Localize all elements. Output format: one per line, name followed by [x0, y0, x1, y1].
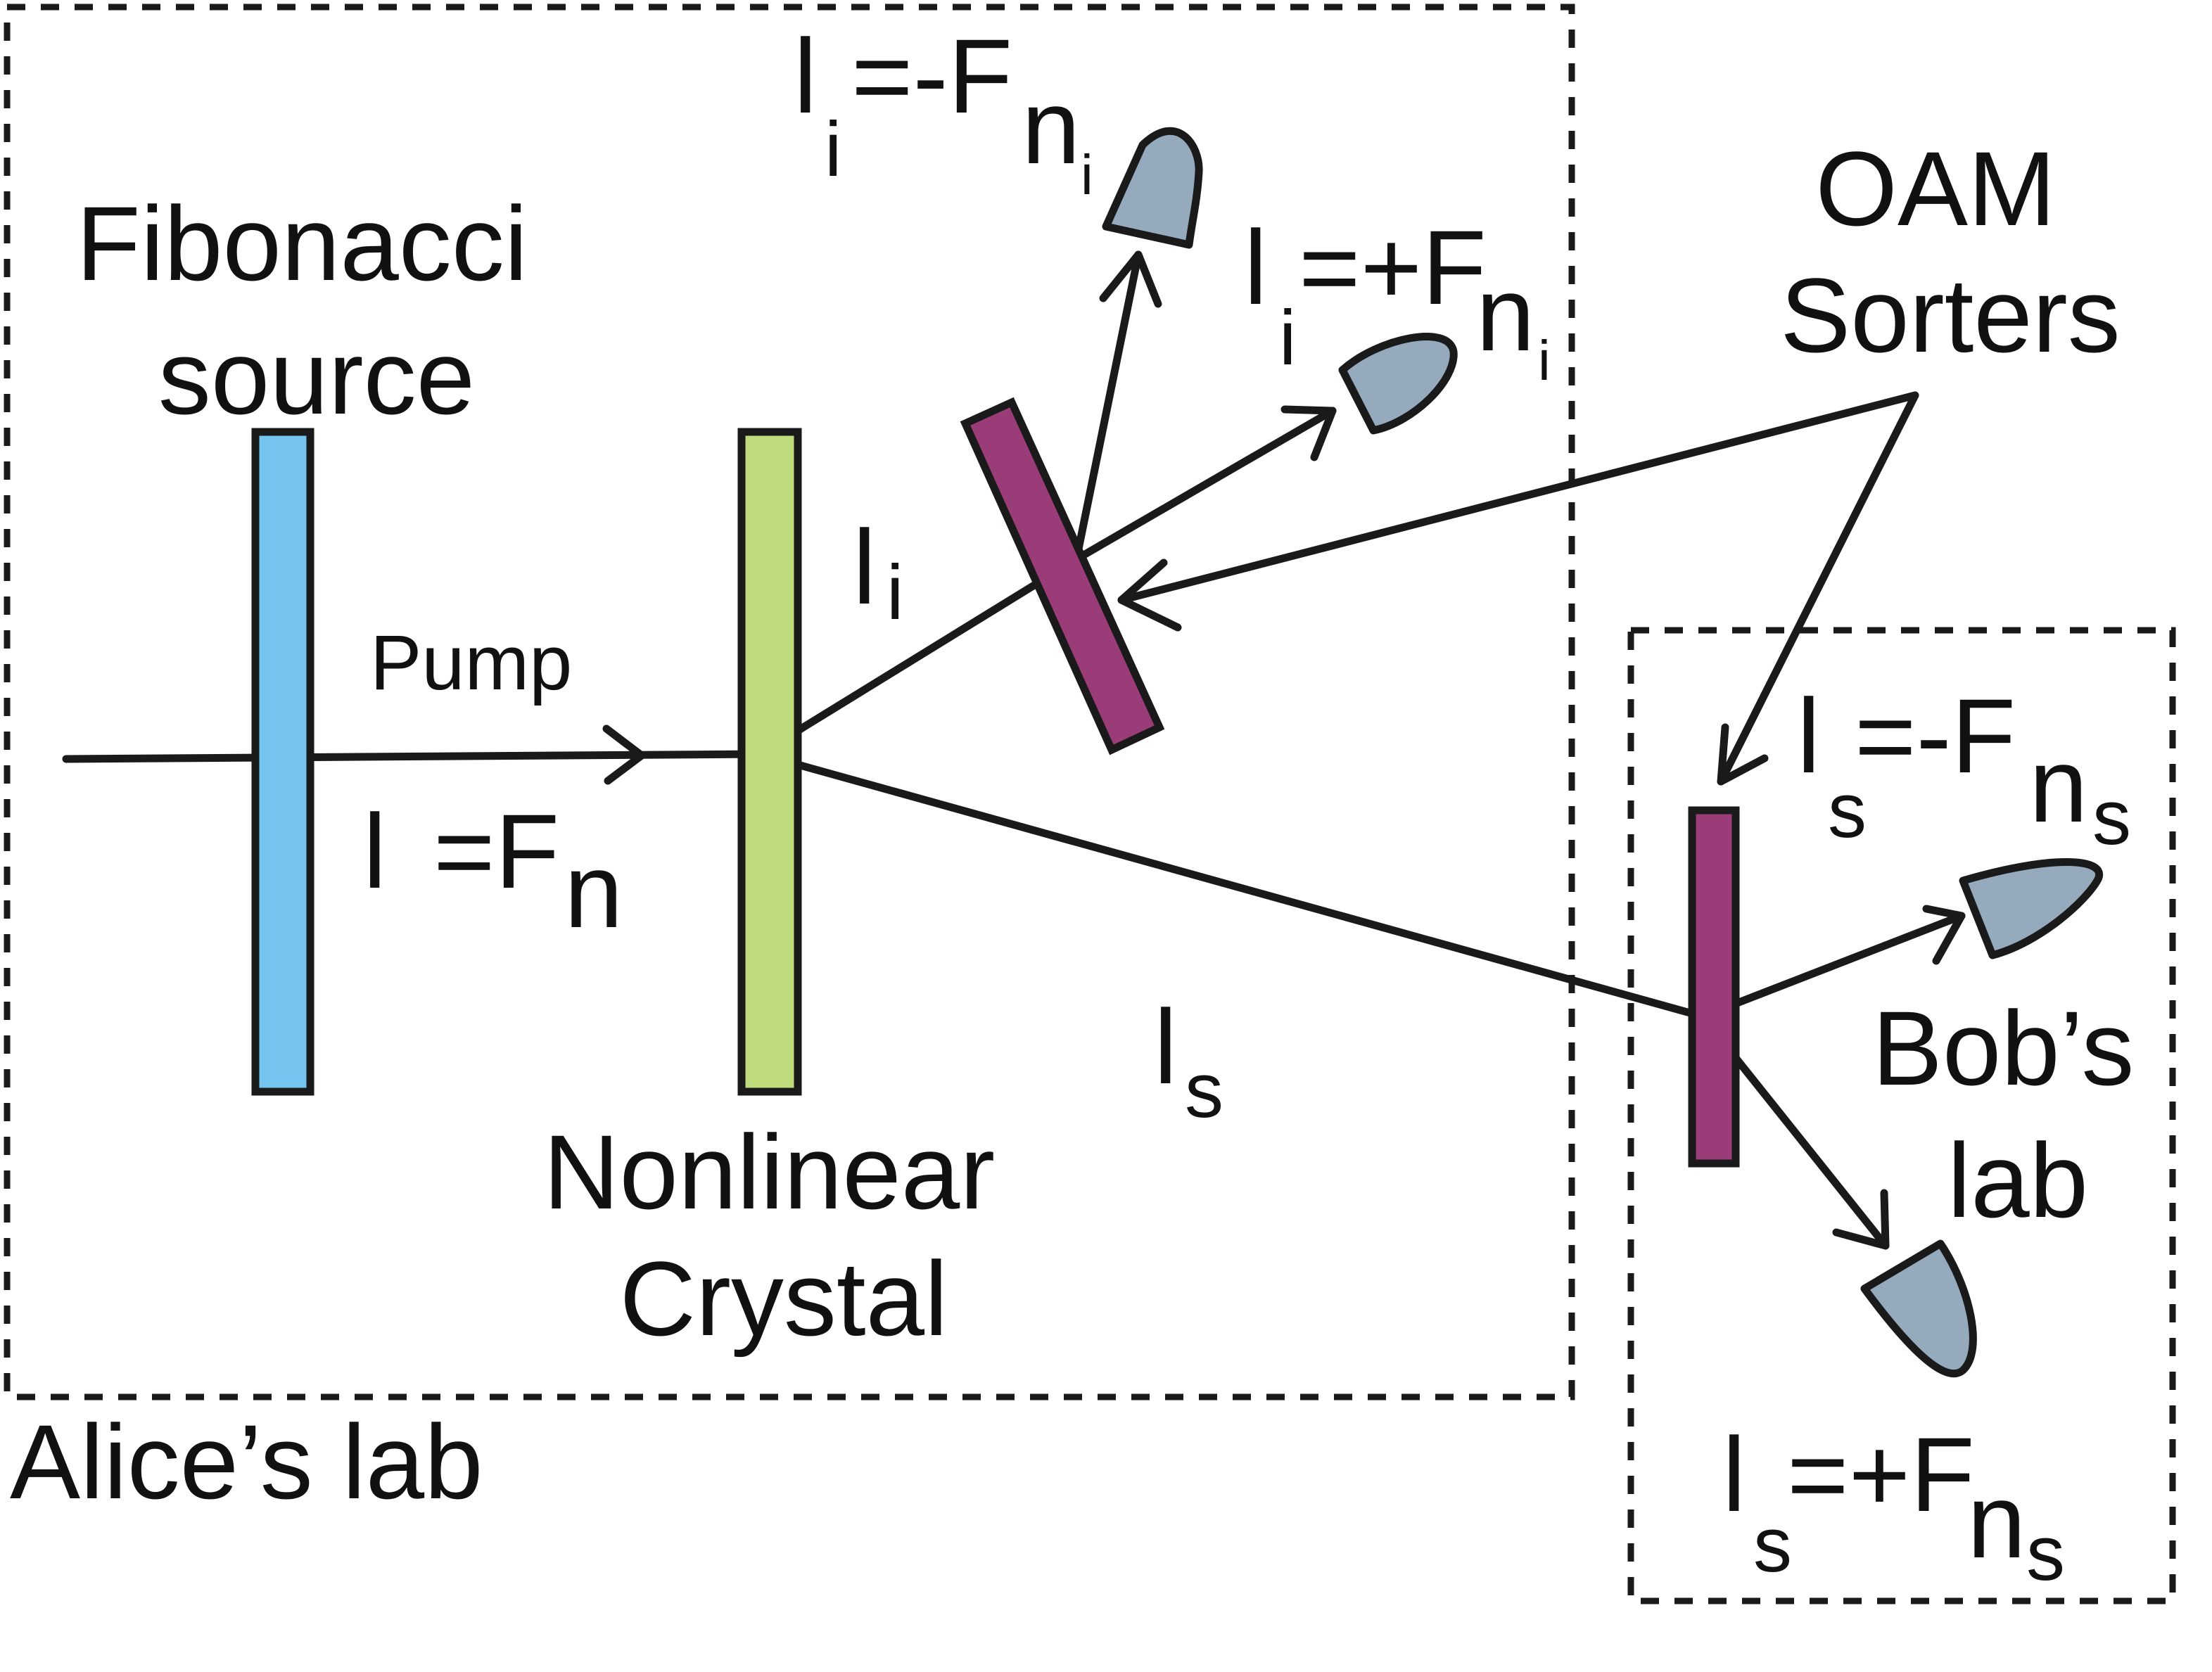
nonlinear-crystal-label: Nonlinear Crystal — [543, 1113, 1024, 1358]
oam-pointer-to-idler-sorter — [1117, 391, 1919, 604]
signal-plus-arrow-head — [1922, 905, 1966, 965]
idler-beam — [756, 555, 1081, 758]
signal-oam-sorter — [1688, 806, 1740, 1168]
idler-minus-path — [1072, 250, 1143, 563]
svg-text:s: s — [2092, 774, 2131, 861]
pump-label: Pump — [370, 620, 572, 706]
oam-arrow-head-signal — [1717, 723, 1769, 786]
oam-arrow-head-idler — [1117, 559, 1182, 632]
bob-lab-boundary — [1627, 627, 2176, 1604]
detector-idler-minus-label: l i =-F n i — [794, 17, 1093, 206]
svg-text:n: n — [1967, 1462, 2026, 1580]
svg-text:=F: =F — [433, 792, 559, 910]
detector-idler-plus-icon — [1338, 333, 1458, 435]
bob-lab-label: Bob’s lab — [1872, 989, 2163, 1239]
svg-text:l: l — [1797, 677, 1820, 795]
svg-text:l: l — [363, 792, 386, 910]
pump-beam — [62, 750, 764, 763]
svg-text:s: s — [2026, 1510, 2065, 1597]
svg-text:s: s — [1753, 1502, 1792, 1588]
detector-signal-minus-icon — [1860, 1239, 1977, 1378]
beam-lines — [62, 250, 1966, 1250]
detector-signal-plus-label: l s =+F n s — [1722, 1415, 2065, 1597]
idler-plus-path — [1072, 407, 1337, 563]
oam-pointer-to-signal-sorter — [1717, 391, 1919, 786]
svg-text:l: l — [794, 17, 817, 135]
idler-minus-arrow-head — [1099, 250, 1162, 308]
alice-lab-boundary — [4, 4, 1575, 1400]
svg-text:s: s — [1828, 767, 1867, 854]
svg-text:n: n — [2029, 726, 2087, 844]
fibonacci-source-plate — [251, 428, 314, 1096]
svg-text:l: l — [1722, 1415, 1746, 1533]
signal-minus-arrow-head — [1832, 1189, 1890, 1250]
svg-text:l: l — [853, 508, 876, 626]
signal-plus-path — [1698, 912, 1966, 1021]
detector-idler-minus-icon — [1102, 127, 1203, 249]
svg-text:i: i — [1279, 295, 1296, 381]
svg-text:=-F: =-F — [851, 17, 1012, 135]
detector-signal-minus-label: l s =-F n s — [1797, 677, 2131, 861]
svg-text:i: i — [886, 549, 903, 636]
arrow-heads — [602, 250, 1966, 1250]
svg-text:i: i — [1081, 143, 1093, 206]
detector-idler-plus-label: l i =+F n i — [1244, 208, 1551, 392]
pump-oam-label: l =F n — [363, 792, 623, 950]
detectors — [1102, 127, 2104, 1378]
idler-mode-label: l i — [853, 508, 903, 636]
signal-beam — [756, 750, 1707, 1021]
pump-arrow-head — [602, 725, 646, 785]
signal-mode-label: l s — [1154, 988, 1223, 1134]
svg-text:i: i — [825, 106, 841, 193]
idler-plus-arrow-head — [1280, 405, 1337, 461]
fibonacci-source-label: Fibonacci source — [76, 184, 557, 436]
svg-text:i: i — [1538, 329, 1551, 392]
alice-lab-label: Alice’s lab — [10, 1403, 483, 1521]
nonlinear-crystal-plate — [737, 428, 802, 1096]
svg-text:n: n — [564, 831, 623, 950]
oam-sorters-label: OAM Sorters — [1780, 129, 2120, 374]
idler-oam-sorter — [960, 397, 1165, 755]
svg-text:=-F: =-F — [1855, 677, 2016, 795]
svg-text:n: n — [1022, 68, 1080, 186]
svg-text:n: n — [1476, 255, 1534, 373]
svg-text:s: s — [1185, 1047, 1223, 1134]
detector-signal-plus-icon — [1959, 858, 2104, 959]
svg-text:=+F: =+F — [1787, 1415, 1975, 1533]
svg-text:l: l — [1154, 988, 1177, 1106]
svg-text:l: l — [1244, 208, 1267, 326]
svg-text:=+F: =+F — [1299, 208, 1487, 326]
